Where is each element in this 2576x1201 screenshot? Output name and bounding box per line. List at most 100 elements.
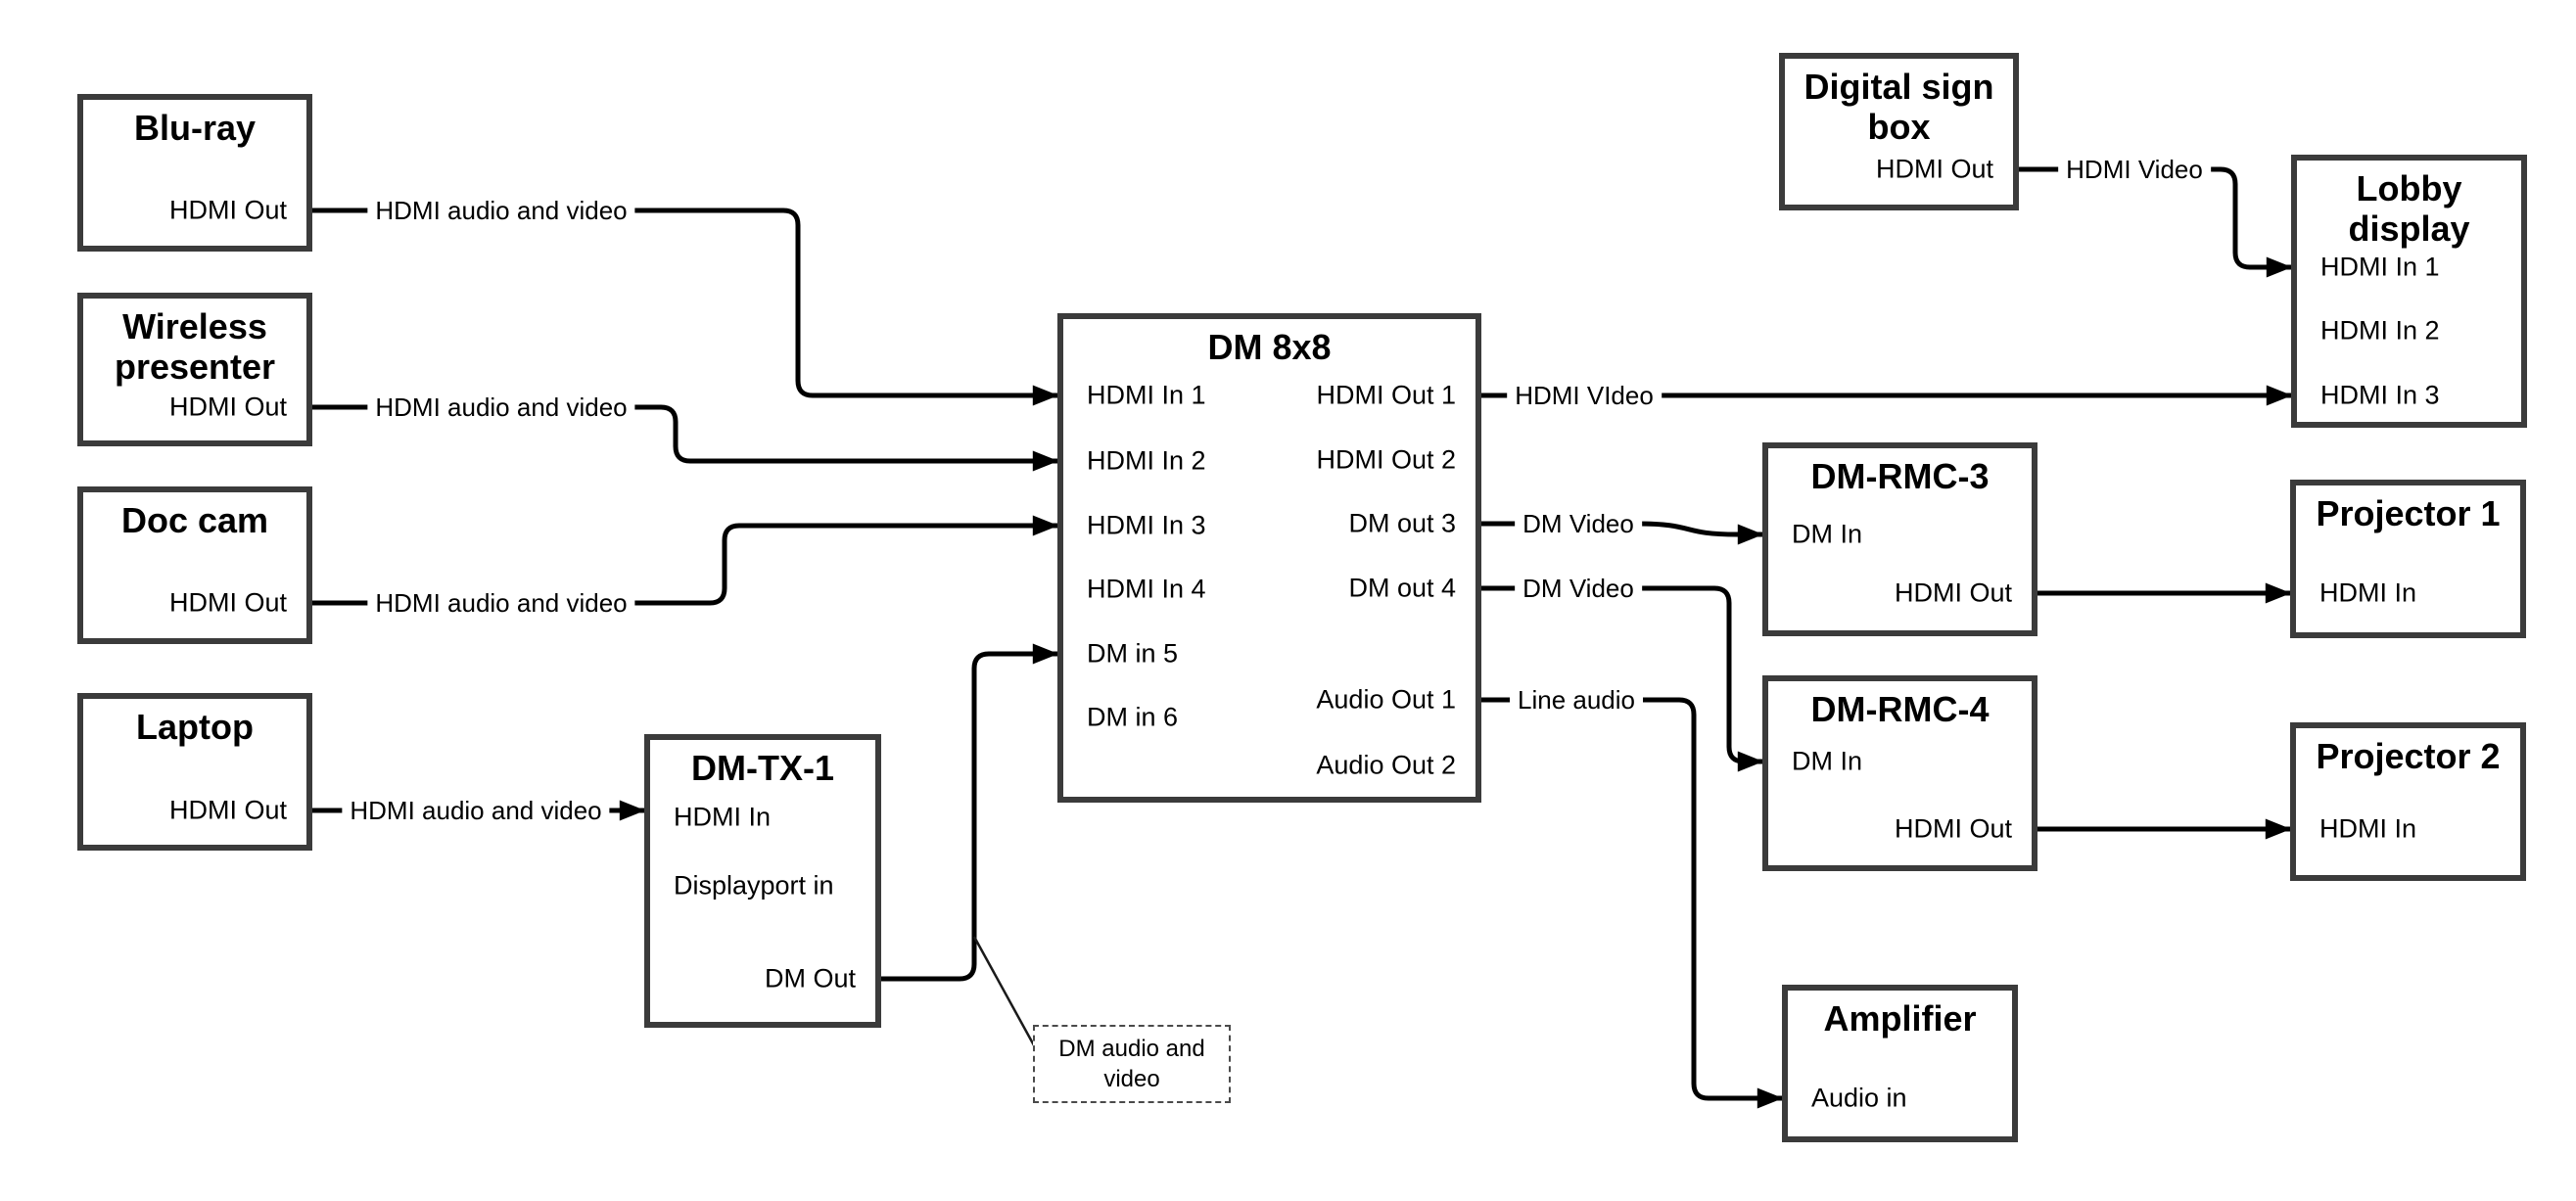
node-doc-cam-title: Doc cam <box>83 492 306 540</box>
callout-line-1: DM audio and <box>1058 1035 1205 1062</box>
port-dm-tx-1-dm-out: DM Out <box>764 963 856 993</box>
node-dm-tx-1-title: DM-TX-1 <box>650 740 875 788</box>
node-dm-tx-1-title-line-1: DM-TX-1 <box>691 748 834 788</box>
node-dm-rmc-3: DM-RMC-3 DM In HDMI Out <box>1762 442 2037 636</box>
port-projector-1-hdmi-in: HDMI In <box>2319 577 2417 608</box>
node-lobby-display-title-line-1: Lobby <box>2356 168 2462 208</box>
node-wireless-presenter-title-line-1: Wireless <box>122 306 267 346</box>
wire-label-laptop-to-dmtx1: HDMI audio and video <box>342 795 610 826</box>
wire-bluray-to-dm8x8-in1 <box>312 208 1059 406</box>
node-dm-8x8-title: DM 8x8 <box>1063 319 1475 367</box>
node-wireless-presenter-title-line-2: presenter <box>114 346 276 388</box>
wire-dm8x8-out4-to-rmc4-post-segment <box>1637 585 1764 772</box>
callout-leader-line <box>972 936 1036 1046</box>
wire-dm8x8-audio1-to-amplifier-post-segment <box>1633 697 1784 1109</box>
port-dm-8x8-dm-out-4: DM out 4 <box>1348 573 1456 603</box>
node-amplifier-title: Amplifier <box>1788 991 2012 1039</box>
port-dm-8x8-dm-in-6: DM in 6 <box>1087 702 1179 732</box>
wire-dm8x8-out3-to-rmc3-post-segment <box>1636 521 1764 545</box>
wire-bluray-to-dm8x8-in1-post-segment <box>627 208 1059 406</box>
port-wireless-presenter-hdmi-out: HDMI Out <box>168 392 287 422</box>
wire-dmtx1-to-dm8x8-in5-post-segment <box>881 643 1059 982</box>
wire-label-dm8x8-out1-to-lobby-in3: HDMI VIdeo <box>1507 380 1662 411</box>
port-lobby-display-hdmi-in-3: HDMI In 3 <box>2320 380 2440 410</box>
node-digital-sign-box-title-line-1: Digital sign <box>1803 67 1994 107</box>
wire-label-dm8x8-out4-to-rmc4: DM Video <box>1515 573 1642 604</box>
port-dm-8x8-audio-out-1: Audio Out 1 <box>1316 684 1456 715</box>
port-laptop-hdmi-out: HDMI Out <box>168 795 287 825</box>
port-dm-8x8-audio-out-2: Audio Out 2 <box>1316 750 1456 780</box>
node-doc-cam-title-line-1: Doc cam <box>120 500 269 540</box>
port-dm-rmc-4-dm-in: DM In <box>1792 746 1863 776</box>
node-blu-ray-title: Blu-ray <box>83 100 306 148</box>
port-dm-rmc-3-hdmi-out: HDMI Out <box>1894 577 2012 608</box>
wire-dm8x8-out3-to-rmc3 <box>1481 521 1764 545</box>
port-lobby-display-hdmi-in-2: HDMI In 2 <box>2320 315 2440 346</box>
port-projector-2-hdmi-in: HDMI In <box>2319 813 2417 844</box>
callout-line-2: video <box>1103 1066 1160 1092</box>
wire-doccam-to-dm8x8-in3 <box>312 515 1059 606</box>
wire-label-wireless-to-dm8x8-in2: HDMI audio and video <box>367 392 635 423</box>
wire-sign-to-lobby-in1-post-segment <box>2209 166 2293 278</box>
node-projector-1-title-line-1: Projector 1 <box>2316 493 2501 533</box>
port-dm-8x8-dm-in-5: DM in 5 <box>1087 638 1179 669</box>
port-dm-8x8-dm-out-3: DM out 3 <box>1348 508 1456 538</box>
wire-sign-to-lobby-in1 <box>2019 166 2293 278</box>
node-dm-rmc-3-title-line-1: DM-RMC-3 <box>1810 456 1990 496</box>
wire-dmtx1-to-dm8x8-in5 <box>881 643 1059 982</box>
node-laptop-title: Laptop <box>83 699 306 747</box>
port-dm-8x8-hdmi-in-4: HDMI In 4 <box>1087 574 1206 604</box>
port-dm-rmc-4-hdmi-out: HDMI Out <box>1894 813 2012 844</box>
wire-dm8x8-out4-to-rmc4 <box>1481 585 1764 772</box>
port-dm-8x8-hdmi-in-1: HDMI In 1 <box>1087 380 1206 410</box>
node-dm-rmc-3-title: DM-RMC-3 <box>1768 448 2032 496</box>
wire-label-dm8x8-audio1-to-amplifier: Line audio <box>1510 684 1643 716</box>
port-blu-ray-hdmi-out: HDMI Out <box>168 195 287 225</box>
node-dm-rmc-4: DM-RMC-4 DM In HDMI Out <box>1762 675 2037 871</box>
wire-label-doccam-to-dm8x8-in3: HDMI audio and video <box>367 587 635 619</box>
node-amplifier-title-line-1: Amplifier <box>1823 998 1977 1039</box>
wire-doccam-to-dm8x8-in3-post-segment <box>627 515 1059 606</box>
port-dm-tx-1-displayport-in: Displayport in <box>674 870 834 901</box>
port-dm-tx-1-hdmi-in: HDMI In <box>674 802 772 832</box>
port-lobby-display-hdmi-in-1: HDMI In 1 <box>2320 252 2440 282</box>
port-amplifier-audio-in: Audio in <box>1811 1083 1907 1113</box>
node-projector-2-title: Projector 2 <box>2296 728 2520 776</box>
port-digital-sign-box-hdmi-out: HDMI Out <box>1875 154 1993 184</box>
port-dm-8x8-hdmi-out-1: HDMI Out 1 <box>1316 380 1456 410</box>
wire-label-sign-to-lobby-in1: HDMI Video <box>2058 154 2211 185</box>
node-projector-2: Projector 2 HDMI In <box>2290 722 2526 881</box>
port-dm-8x8-hdmi-in-3: HDMI In 3 <box>1087 510 1206 540</box>
node-blu-ray-title-line-1: Blu-ray <box>133 108 257 148</box>
node-digital-sign-box-title-line-2: box <box>1867 107 1931 148</box>
wire-wireless-to-dm8x8-in2-post-segment <box>627 404 1059 472</box>
node-projector-1: Projector 1 HDMI In <box>2290 480 2526 638</box>
wire-label-bluray-to-dm8x8-in1: HDMI audio and video <box>367 195 635 226</box>
port-dm-8x8-hdmi-out-2: HDMI Out 2 <box>1316 444 1456 475</box>
port-doc-cam-hdmi-out: HDMI Out <box>168 587 287 618</box>
node-dm-rmc-4-title: DM-RMC-4 <box>1768 681 2032 729</box>
wire-label-dm8x8-out3-to-rmc3: DM Video <box>1515 508 1642 539</box>
port-dm-rmc-3-dm-in: DM In <box>1792 519 1863 549</box>
node-dm-8x8-title-line-1: DM 8x8 <box>1207 327 1332 367</box>
node-projector-2-title-line-1: Projector 2 <box>2316 736 2501 776</box>
callout-dm-audio-and-video: DM audio and video <box>1033 1025 1231 1103</box>
node-dm-rmc-4-title-line-1: DM-RMC-4 <box>1810 689 1990 729</box>
node-projector-1-title: Projector 1 <box>2296 485 2520 533</box>
wire-wireless-to-dm8x8-in2 <box>312 404 1059 472</box>
port-dm-8x8-hdmi-in-2: HDMI In 2 <box>1087 445 1206 476</box>
